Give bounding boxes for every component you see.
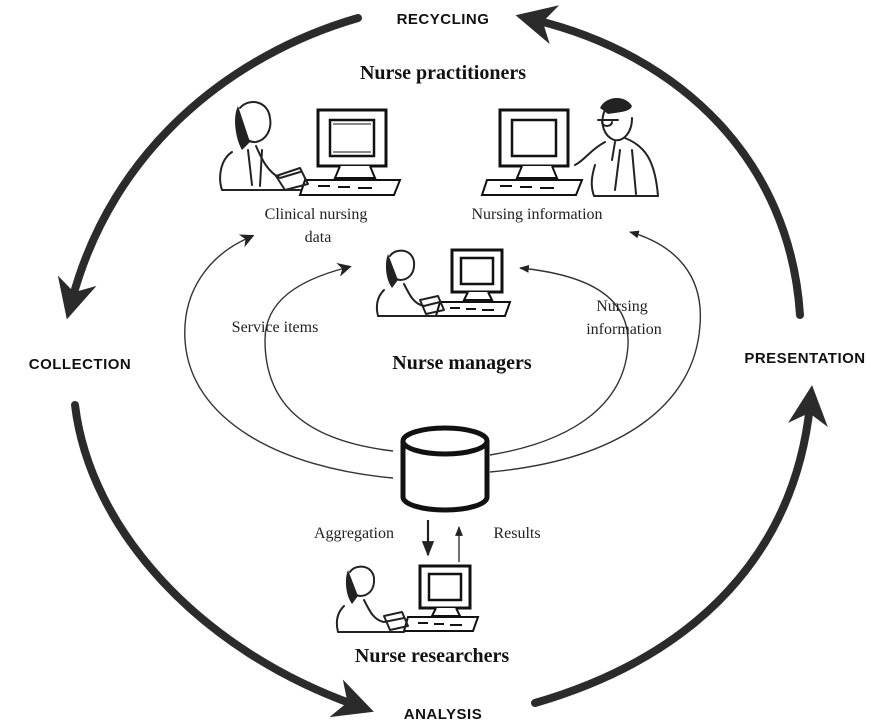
computer-icon [434,248,512,317]
group-nurse-managers: Nurse managers [392,352,532,374]
group-nurse-researchers: Nurse researchers [355,645,509,667]
nurse-practitioner-man-illustration [480,97,659,197]
computer-icon [402,564,480,632]
stage-recycling: RECYCLING [397,11,490,28]
stage-analysis: ANALYSIS [404,706,482,723]
inner-flows [184,230,702,562]
woman-figure [335,565,409,633]
woman-figure [375,249,445,317]
cycle-arrow-presentation-to-recycling [515,5,804,319]
label-nursing-information-mid: Nursing information [586,298,662,338]
label-results: Results [493,525,540,542]
nurse-practitioner-woman-illustration [219,101,402,196]
stage-presentation: PRESENTATION [744,350,865,367]
nurse-manager-illustration [375,248,512,317]
database-cylinder-icon [400,425,490,513]
outer-cycle [57,5,828,718]
group-nurse-practitioners: Nurse practitioners [360,62,526,84]
cycle-arrow-analysis-to-presentation [531,385,828,707]
computer-icon [480,108,584,196]
computer-icon [298,108,402,196]
cycle-arrow-recycling-to-collection [57,14,362,320]
cycle-arrow-collection-to-analysis [71,401,374,718]
label-aggregation: Aggregation [314,525,394,542]
nurse-researcher-illustration [335,564,480,633]
label-clinical-nursing-data: Clinical nursing data [265,206,372,246]
flow-arrow-clinical-data [184,234,394,479]
flow-arrow-service-items [264,263,394,452]
man-figure [574,97,659,197]
woman-figure [219,101,309,191]
label-nursing-information-top: Nursing information [471,206,602,223]
stage-collection: COLLECTION [29,356,132,373]
flow-arrow-nursing-information-mid [489,264,629,456]
flow-arrow-nursing-information-top [489,230,702,473]
label-service-items: Service items [232,319,319,336]
